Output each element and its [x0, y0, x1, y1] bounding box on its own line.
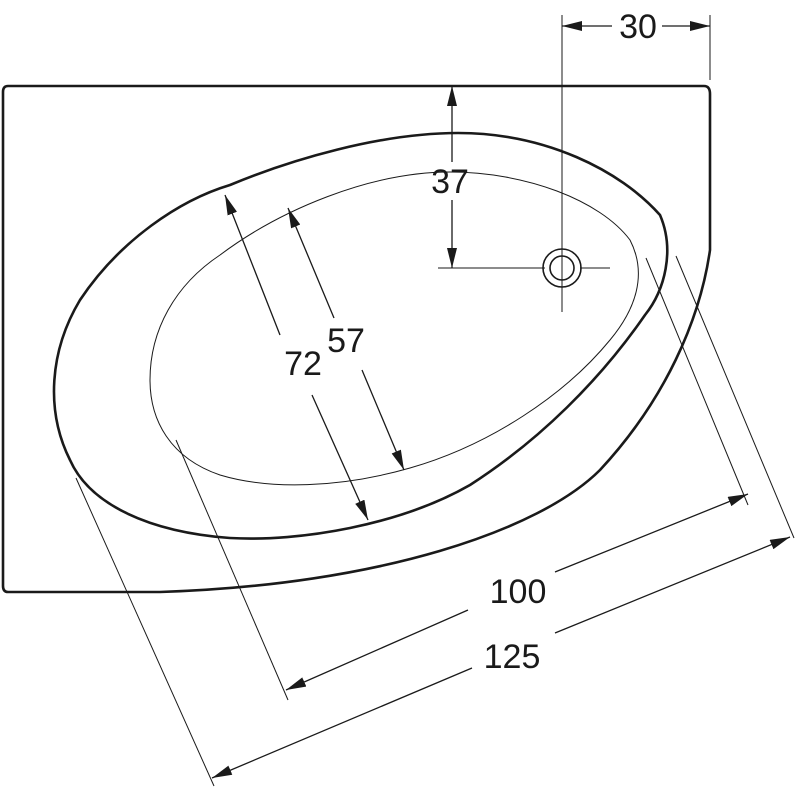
basin-slab-outline [1, 84, 712, 594]
dimension-bowl-width-inner: 57 [287, 207, 405, 471]
dimension-bowl-width-outer: 72 [224, 194, 369, 521]
dimension-label-100: 100 [490, 573, 547, 611]
dimension-bowl-length-outer: 125 [211, 536, 791, 779]
extension-line-100-right [645, 257, 749, 506]
dimension-label-125: 125 [484, 638, 541, 676]
bowl-inner-basin [149, 171, 639, 486]
extension-line-100-left [175, 439, 289, 701]
dimension-label-57: 57 [327, 322, 365, 360]
dimension-drain-depth: 37 [431, 86, 520, 269]
extension-line-125-left [75, 477, 215, 787]
dimension-label-37: 37 [431, 163, 469, 201]
dimension-label-30: 30 [619, 8, 657, 46]
bowl-outer-rim [52, 131, 669, 540]
dimension-label-72: 72 [284, 345, 322, 383]
extension-line-125-right [675, 255, 795, 539]
dimension-drain-offset: 30 [562, 8, 710, 46]
dimension-bowl-length-inner: 100 [285, 493, 749, 691]
